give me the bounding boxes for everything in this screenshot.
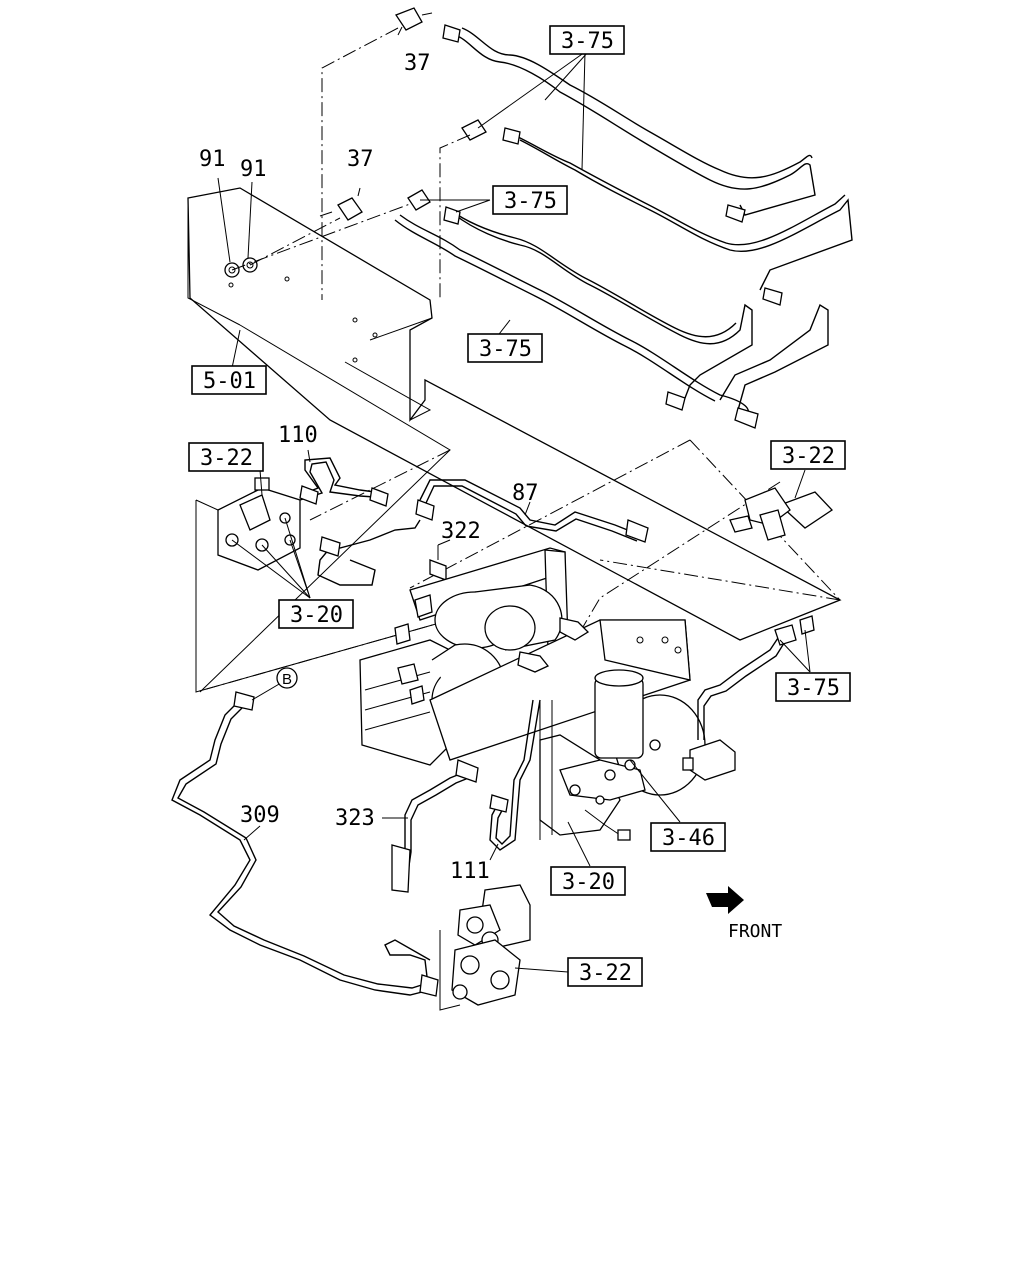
part-number-37-top: 37 — [404, 51, 431, 76]
pipe-87 — [419, 479, 641, 536]
circle-marker-b: B — [276, 667, 298, 689]
part-number-37-mid: 37 — [347, 147, 374, 172]
ref-box-3-22-bottom: 3-22 — [567, 957, 643, 987]
svg-text:3-22: 3-22 — [200, 446, 253, 471]
svg-text:3-75: 3-75 — [787, 676, 840, 701]
pipe-group-3-75 — [394, 27, 853, 421]
svg-text:3-20: 3-20 — [562, 870, 615, 895]
svg-text:3-20: 3-20 — [290, 603, 343, 628]
svg-text:3-75: 3-75 — [504, 189, 557, 214]
svg-text:B: B — [282, 671, 292, 688]
pipe-309 — [171, 699, 431, 996]
part-number-322: 322 — [441, 519, 481, 544]
front-arrow-icon — [706, 886, 744, 914]
ref-box-3-20-left: 3-20 — [278, 599, 354, 629]
svg-text:3-46: 3-46 — [662, 826, 715, 851]
ref-box-3-20-bottom: 3-20 — [550, 866, 626, 896]
connector-37-top — [395, 7, 433, 36]
connector-37-mid — [319, 187, 363, 221]
svg-text:5-01: 5-01 — [203, 369, 256, 394]
part-number-110: 110 — [278, 423, 318, 448]
pipe-111 — [489, 699, 541, 851]
ref-box-3-75-top: 3-75 — [549, 25, 625, 55]
valve-bottom — [451, 884, 531, 1006]
ref-box-3-22-left: 3-22 — [188, 442, 264, 472]
pipe-3-75-right — [697, 634, 781, 740]
ref-box-3-46: 3-46 — [650, 822, 726, 852]
connector-3-75-mid — [407, 119, 487, 211]
part-number-91-left: 91 — [199, 147, 226, 172]
svg-text:3-75: 3-75 — [479, 337, 532, 362]
ref-box-3-22-right: 3-22 — [770, 440, 846, 470]
svg-text:3-22: 3-22 — [782, 444, 835, 469]
ref-box-3-75-right: 3-75 — [775, 672, 851, 702]
valve-left — [217, 477, 301, 571]
part-number-111: 111 — [450, 859, 490, 884]
front-label: FRONT — [728, 921, 782, 942]
part-number-309: 309 — [240, 803, 280, 828]
svg-text:3-75: 3-75 — [561, 29, 614, 54]
main-assembly — [359, 547, 736, 841]
svg-text:3-22: 3-22 — [579, 961, 632, 986]
part-number-87: 87 — [512, 481, 539, 506]
ref-box-3-75-second: 3-75 — [492, 185, 568, 215]
part-number-323: 323 — [335, 806, 375, 831]
valve-right-upper — [729, 487, 834, 541]
ref-box-5-01: 5-01 — [191, 365, 267, 395]
part-number-91-right: 91 — [240, 157, 267, 182]
leader-lines — [231, 51, 811, 973]
ref-box-3-75-third: 3-75 — [467, 333, 543, 363]
pipe-nuts-upper — [442, 24, 783, 429]
connector-322 — [429, 545, 447, 581]
pipe-110 — [299, 457, 376, 496]
